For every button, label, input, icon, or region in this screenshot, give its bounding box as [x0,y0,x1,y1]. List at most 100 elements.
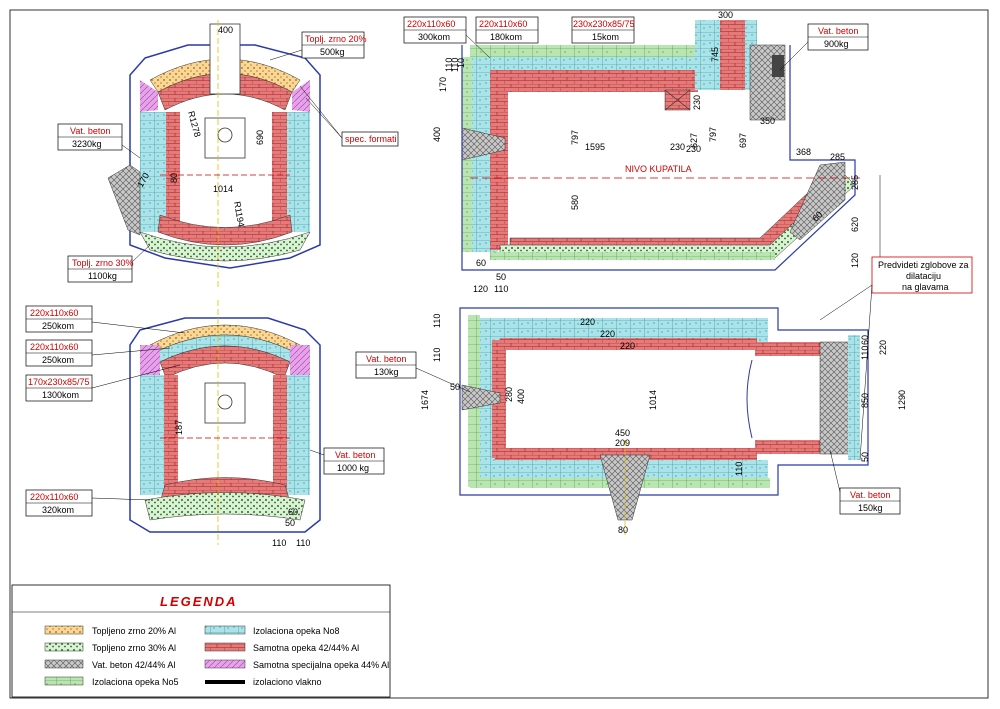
svg-text:Predvideti zglobove za: Predvideti zglobove za [878,260,969,270]
svg-text:3230kg: 3230kg [72,139,102,149]
svg-text:110: 110 [444,58,454,72]
right-brick-wall [272,112,287,227]
opening-column [209,23,241,95]
svg-text:250kom: 250kom [42,321,74,331]
legend-swatch-fiber [205,680,245,684]
legend-label-fireclay: Samotna opeka 42/44% Al [253,643,359,653]
svg-text:170x230x85/75: 170x230x85/75 [28,377,90,387]
arch2-special-r [290,345,310,375]
svg-text:450: 450 [615,428,630,438]
svg-text:60: 60 [476,258,486,268]
svg-text:697: 697 [738,133,748,148]
svg-text:230x230x85/75: 230x230x85/75 [573,19,635,29]
svg-text:280: 280 [504,387,514,402]
svg-text:220: 220 [600,329,615,339]
callout-bl-1: 220x110x60 250kom [25,305,186,334]
svg-text:110: 110 [432,314,442,328]
legend: LEGENDA Topljeno zrno 20% Al Topljeno zr… [11,584,391,698]
svg-text:220: 220 [878,340,888,355]
callout-tr-3: 230x230x85/75 15kom [571,16,635,44]
svg-text:620: 620 [850,217,860,232]
arch-special [140,80,158,112]
legend-swatch-special [204,659,246,669]
callout-bl-4: Vat. beton 1000 kg [309,447,385,475]
svg-text:110: 110 [860,346,870,360]
castable-spout [107,164,141,236]
left-brick-wall [166,112,180,227]
callout-bl-5: 220x110x60 320kom [25,489,151,517]
level-label: NIVO KUPATILA [625,164,692,174]
svg-text:110: 110 [450,58,460,72]
svg-text:300kom: 300kom [418,32,450,42]
svg-text:300: 300 [718,10,733,20]
svg-text:1300kom: 1300kom [42,390,79,400]
svg-text:Vat. beton: Vat. beton [818,26,858,36]
legend-label-fused30: Topljeno zrno 30% Al [92,643,176,653]
svg-text:745: 745 [710,47,720,62]
plan-bottom-left: 187 60 50 110 110 220x110x60 250kom 220x… [25,300,385,548]
svg-text:dilataciju: dilataciju [906,271,941,281]
arch2-special-l [140,345,160,375]
svg-text:Toplj. zrno 30%: Toplj. zrno 30% [72,258,134,268]
flue-dark [772,55,784,77]
section-top-right: NIVO KUPATILA 300 745 230 230 350 368 28… [403,10,881,294]
svg-text:na glavama: na glavama [902,282,949,292]
svg-text:Vat. beton: Vat. beton [70,126,110,136]
svg-text:60: 60 [860,335,870,345]
legend-label-fused20: Topljeno zrno 20% Al [92,626,176,636]
note-dilatation: Predvideti zglobove za dilataciju na gla… [819,256,973,461]
svg-text:80: 80 [618,525,628,535]
legend-label-insul8: Izolaciona opeka No8 [253,626,340,636]
sheet-border [9,9,989,699]
callout-tr-1: 220x110x60 300kom [403,16,491,59]
svg-text:50: 50 [496,272,506,282]
callout-br-1: Vat. beton 130kg [355,351,471,393]
plan-top-left: 400 690 1014 R1278 R1194 170 80 Toplj. z… [57,20,399,290]
callout-fused20: Toplj. zrno 20% 500kg [269,31,367,61]
top-cap [470,45,695,57]
svg-text:500kg: 500kg [320,47,345,57]
svg-text:400: 400 [516,389,526,404]
callout-castable-3230: Vat. beton 3230kg [57,123,141,159]
dim-690: 690 [255,130,265,145]
svg-text:110: 110 [494,284,508,294]
burner-block [204,117,246,159]
svg-text:10: 10 [456,58,466,68]
left-wall-brick [490,70,508,250]
svg-text:627: 627 [689,133,699,148]
svg-text:797: 797 [570,130,580,145]
callout-bl-3: 170x230x85/75 1300kom [25,364,181,402]
callout-tr-2: 220x110x60 180kom [475,16,539,44]
svg-text:400: 400 [432,127,442,142]
callout-fused30: Toplj. zrno 30% 1100kg [67,244,151,283]
callout-br-2: Vat. beton 150kg [829,449,901,515]
svg-text:797: 797 [708,127,718,142]
svg-text:285: 285 [830,152,845,162]
svg-text:Vat. beton: Vat. beton [335,450,375,460]
svg-text:spec. formati: spec. formati [345,134,397,144]
svg-text:50: 50 [860,452,870,462]
dim-50: 50 [285,518,295,528]
svg-text:120: 120 [473,284,488,294]
dim-1014: 1014 [213,184,233,194]
legend-swatch-fireclay [204,642,246,652]
svg-text:320kom: 320kom [42,505,74,515]
svg-text:230: 230 [686,144,701,154]
callout-tr-4: Vat. beton 900kg [779,23,869,71]
left-insul-wall [140,112,166,232]
dim-r1278: R1278 [186,110,203,138]
shell-outline [461,45,856,271]
legend-swatch-insul5 [44,676,84,686]
svg-text:110: 110 [734,462,744,476]
legend-label-special: Samotna specijalna opeka 44% Al [253,660,389,670]
bottom-fused30 [139,231,311,262]
svg-text:368: 368 [796,147,811,157]
dim-187: 187 [174,420,184,435]
svg-text:850: 850 [860,393,870,408]
svg-text:580: 580 [570,195,580,210]
dim-r1194: R1194 [232,201,246,228]
dim-80: 80 [169,173,179,183]
svg-text:285: 285 [850,175,860,190]
callout-bl-2: 220x110x60 250kom [25,339,171,367]
